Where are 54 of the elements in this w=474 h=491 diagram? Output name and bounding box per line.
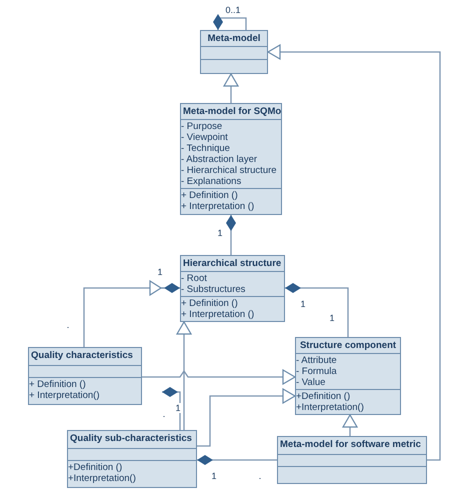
generalization-arrow: [142, 369, 296, 385]
class-box: [28, 347, 142, 405]
operation-text: + Interpretation(): [29, 390, 100, 401]
operation-text: +Definition (): [296, 391, 352, 402]
operation-text: + Definition (): [29, 379, 87, 390]
composition-connector: [226, 215, 236, 255]
composition-connector: [213, 14, 247, 30]
class-name: Meta-model for SQMo: [183, 106, 279, 117]
attribute-text: - Attribute: [296, 355, 338, 366]
class-name: Quality characteristics: [31, 350, 134, 361]
operation-text: +Interpretation(): [296, 402, 365, 413]
class-box: [200, 30, 268, 74]
multiplicity-label: 1: [216, 228, 224, 238]
class-box: [180, 103, 282, 215]
multiplicity-label: 1: [210, 471, 218, 481]
multiplicity-label: 1: [156, 267, 164, 277]
multiplicity-label: 1: [328, 313, 336, 323]
attribute-text: - Technique: [181, 143, 231, 154]
attribute-text: - Hierarchical structure: [181, 165, 278, 176]
composition-connector: [162, 387, 181, 430]
attribute-text: - Substructures: [181, 284, 246, 295]
attribute-text: - Formula: [296, 366, 338, 377]
class-name: Meta-model: [206, 33, 262, 44]
operation-text: + Interpretation (): [181, 201, 256, 212]
class-name: Structure component: [298, 340, 398, 351]
operation-text: +Interpretation(): [68, 473, 137, 484]
attribute-text: - Viewpoint: [181, 132, 229, 143]
class-box: [67, 430, 197, 488]
attribute-text: - Abstraction layer: [181, 154, 258, 165]
class-box: [277, 436, 427, 484]
generalization-arrow: [223, 73, 239, 103]
composition-connector: [83, 280, 181, 347]
multiplicity-label: 1: [174, 403, 182, 413]
attribute-text: - Explanations: [181, 176, 242, 187]
generalization-arrow: [176, 321, 192, 430]
class-name: Quality sub-characteristics: [70, 433, 193, 444]
generalization-arrow: [197, 388, 296, 447]
attribute-text: - Root: [181, 273, 208, 284]
class-box: [180, 255, 285, 322]
operation-text: + Interpretation (): [181, 309, 256, 320]
composition-connector: [285, 283, 349, 337]
attribute-text: - Value: [296, 377, 326, 388]
operation-text: + Definition (): [181, 190, 239, 201]
class-name: Meta-model for software metric: [280, 439, 422, 450]
composition-connector: [197, 455, 277, 465]
multiplicity-label: 0..1: [224, 5, 242, 15]
generalization-arrow: [267, 44, 441, 461]
class-box: [295, 337, 401, 415]
attribute-text: - Purpose: [181, 121, 224, 132]
operation-text: + Definition (): [181, 298, 239, 309]
multiplicity-label: 1: [300, 299, 306, 309]
generalization-arrow: [342, 414, 358, 436]
class-name: Hierarchical structure: [183, 258, 282, 269]
operation-text: +Definition (): [68, 462, 124, 473]
